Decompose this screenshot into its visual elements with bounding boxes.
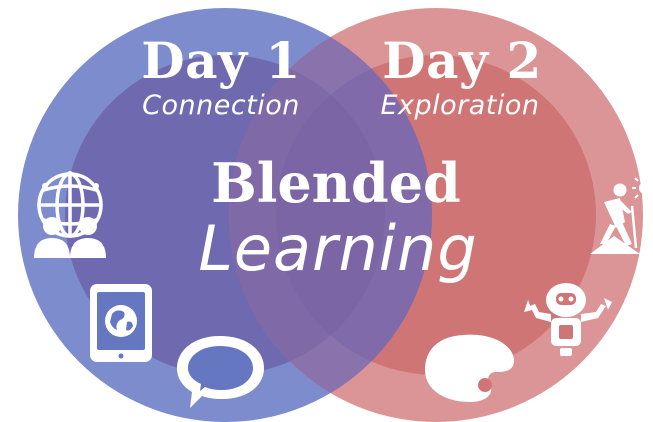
day-2-title: Day 2 xyxy=(382,31,542,90)
day-1-subtitle: Connection xyxy=(142,90,300,121)
day-1-title: Day 1 xyxy=(141,31,301,90)
center-title: Blended xyxy=(211,151,461,215)
hiker-summit-icon xyxy=(590,174,651,254)
paint-palette-icon xyxy=(425,334,515,402)
speech-bubble-icon xyxy=(177,336,264,408)
day-2-subtitle: Exploration xyxy=(380,90,539,121)
robot-icon xyxy=(524,283,612,356)
tablet-globe-icon xyxy=(90,284,152,362)
global-network-users-icon xyxy=(34,171,106,258)
center-subtitle: Learning xyxy=(198,212,477,285)
